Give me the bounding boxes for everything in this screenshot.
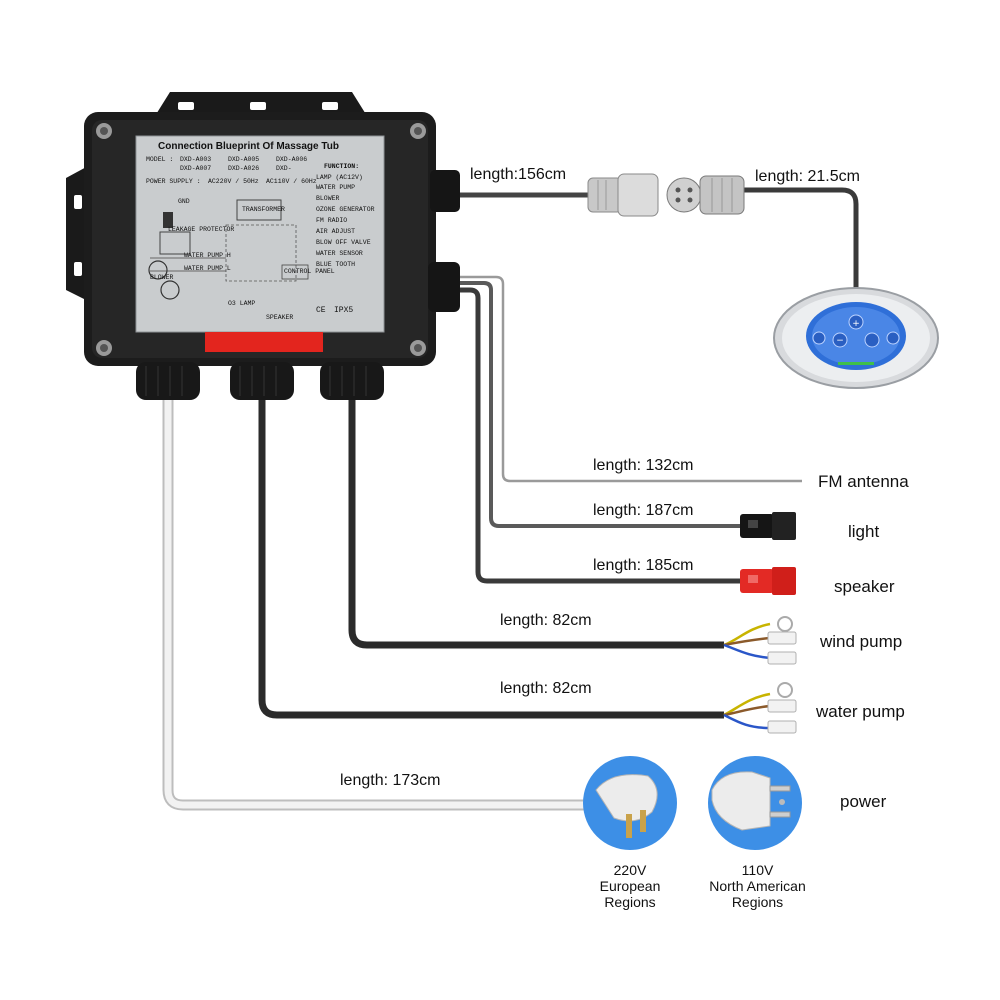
diagram-label: CONTROL PANEL — [284, 268, 335, 275]
diagram-label: LEAKAGE PROTECTOR — [168, 226, 235, 233]
fm-cable-length: length: 132cm — [593, 457, 694, 474]
water-pump-cable — [258, 400, 724, 719]
speaker-connector — [740, 567, 796, 595]
wind-pump-terminals — [723, 616, 797, 665]
function-label: FUNCTION: — [324, 163, 360, 170]
diagram-label: TRANSFORMER — [242, 206, 285, 213]
panel-cable-length: length:156cm — [470, 166, 567, 183]
model-option: DXD-A026 — [228, 165, 260, 172]
speaker-cable-length: length: 185cm — [593, 557, 694, 574]
function-item: AIR ADJUST — [316, 228, 356, 235]
svg-text:−: − — [836, 336, 844, 346]
model-option: DXD-A003 — [180, 156, 212, 163]
plate-title: Connection Blueprint Of Massage Tub — [158, 141, 339, 152]
warning-sticker — [205, 332, 323, 352]
aviation-connector-female — [587, 173, 659, 217]
function-item: WATER SENSOR — [316, 250, 363, 257]
fm-antenna-label: FM antenna — [818, 472, 909, 491]
eu-region: European — [599, 878, 661, 894]
function-item: BLOWER — [316, 195, 340, 202]
diagram-label: SPEAKER — [266, 314, 294, 321]
ce-mark: CE — [316, 306, 326, 315]
panel-light-button — [886, 331, 900, 345]
eu-region-suffix: Regions — [604, 894, 656, 910]
water-pump-terminals — [723, 682, 797, 734]
label-plate: Connection Blueprint Of Massage Tub MODE… — [138, 138, 382, 330]
function-item: WATER PUMP — [316, 184, 356, 191]
model-option: DXD-A007 — [180, 165, 212, 172]
speaker-label: speaker — [834, 577, 895, 596]
diagram-label: WATER PUMP L — [184, 265, 231, 272]
function-item: LAMP (AC12V) — [316, 174, 363, 181]
function-item: OZONE GENERATOR — [316, 206, 375, 213]
aviation-connector-male — [666, 175, 745, 215]
us-voltage: 110V — [741, 862, 774, 878]
diagram-label: O3 LAMP — [228, 300, 256, 307]
function-item: BLUE TOOTH — [316, 261, 356, 268]
power-supply-label: POWER SUPPLY : — [146, 178, 201, 185]
junction-box — [66, 92, 460, 400]
power-cable-length: length: 173cm — [340, 772, 441, 789]
panel-power-button — [812, 331, 826, 345]
model-option: DXD-A005 — [228, 156, 260, 163]
panel-plus-button — [848, 314, 864, 330]
ipx5-rating: IPX5 — [334, 306, 354, 315]
us-plug-caption: 110V North American Regions — [690, 862, 825, 910]
power-option: AC220V / 50Hz — [208, 178, 259, 185]
us-plug — [708, 756, 802, 850]
control-panel: + − — [773, 287, 939, 389]
model-option: DXD- — [276, 165, 292, 172]
model-label: MODEL : — [146, 156, 174, 163]
wind-pump-cable-length: length: 82cm — [500, 612, 592, 629]
power-label: power — [840, 792, 887, 811]
power-cable — [162, 400, 590, 811]
light-label: light — [848, 522, 880, 541]
light-cable-length: length: 187cm — [593, 502, 694, 519]
us-region: North American — [709, 878, 806, 894]
svg-text:+: + — [852, 319, 860, 329]
speaker-cable — [455, 287, 742, 584]
light-cable — [455, 281, 742, 528]
function-item: BLOW OFF VALVE — [316, 239, 371, 246]
eu-voltage: 220V — [613, 862, 647, 878]
model-option: DXD-A006 — [276, 156, 308, 163]
water-pump-cable-length: length: 82cm — [500, 680, 592, 697]
panel-mode-button — [864, 332, 880, 348]
panel-minus-button — [832, 332, 848, 348]
eu-plug — [583, 756, 677, 850]
diagram-label: WATER PUMP H — [184, 252, 231, 259]
wind-pump-cable — [348, 400, 724, 649]
function-item: FM RADIO — [316, 217, 348, 224]
light-connector — [740, 512, 796, 540]
diagram-label: BLOWER — [150, 274, 174, 281]
eu-plug-caption: 220V European Regions — [570, 862, 690, 910]
panel-tail-cable — [740, 187, 859, 292]
us-region-suffix: Regions — [731, 894, 784, 910]
panel-tail-length: length: 21.5cm — [755, 168, 860, 185]
power-option: AC110V / 60Hz — [266, 178, 317, 185]
water-pump-label: water pump — [816, 702, 905, 721]
fm-antenna-cable — [455, 275, 802, 483]
wind-pump-label: wind pump — [820, 632, 903, 651]
diagram-label: GND — [178, 198, 190, 205]
